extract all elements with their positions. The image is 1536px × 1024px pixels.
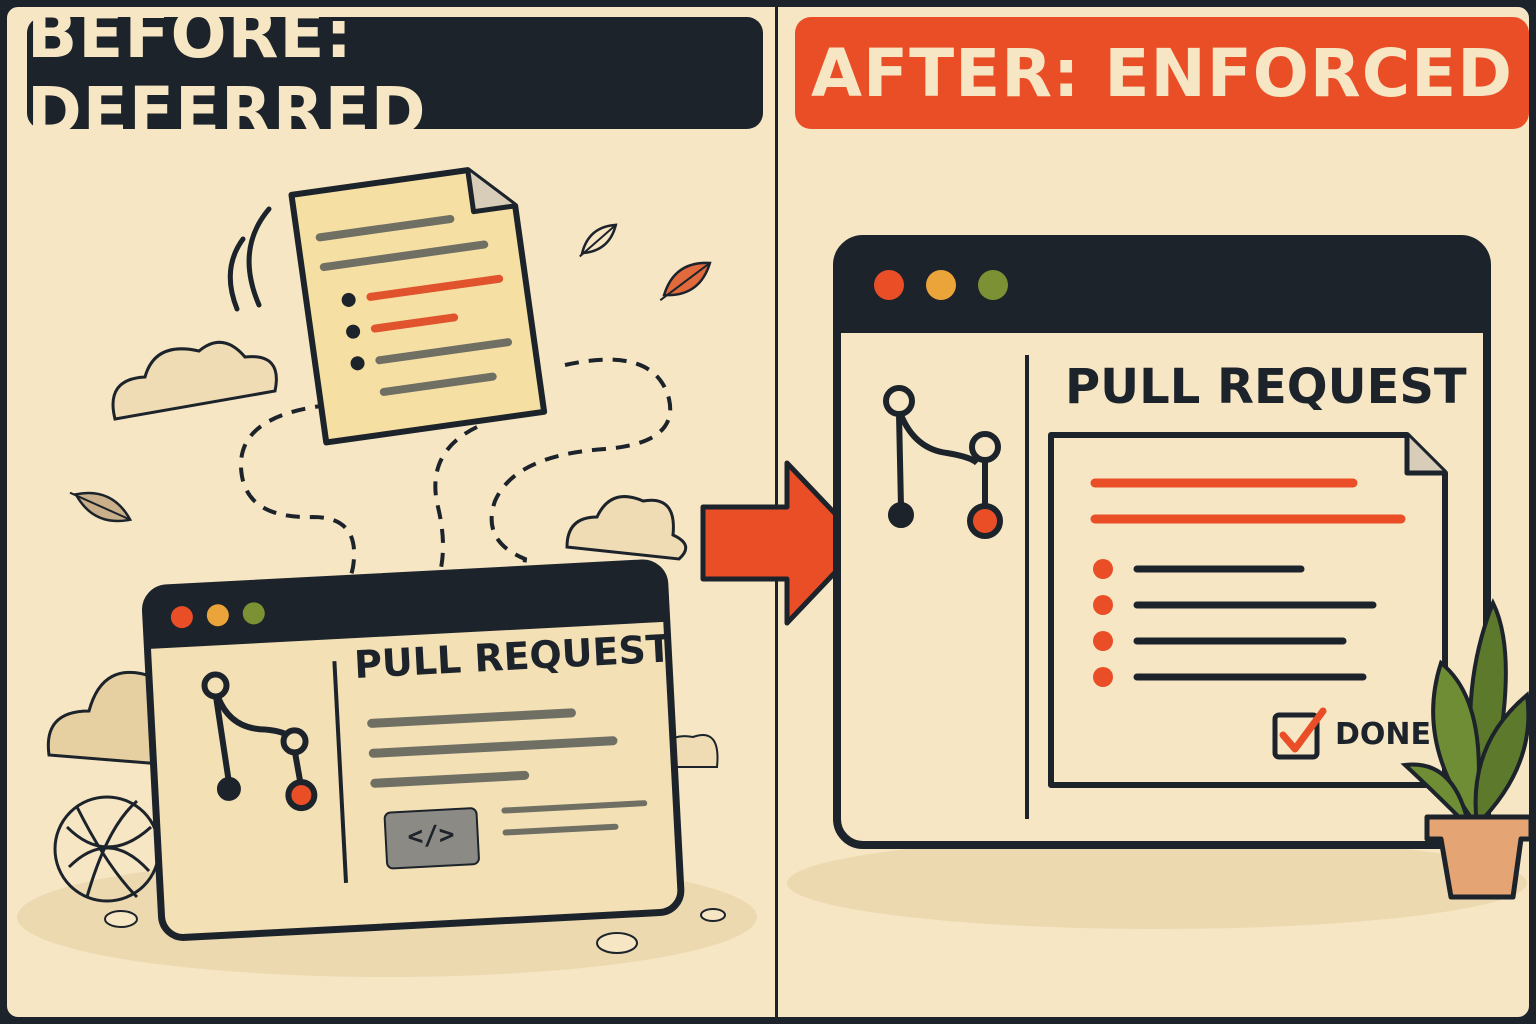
ground-shadow	[787, 837, 1527, 929]
before-pr-window	[141, 559, 685, 941]
illustration-frame: PULL REQUEST </>	[4, 4, 1532, 1020]
rock	[700, 908, 726, 922]
cloud-upper-left	[111, 340, 278, 421]
after-scene	[700, 235, 1529, 929]
transition-arrow	[700, 460, 866, 626]
code-tag-icon	[383, 807, 480, 870]
git-branch-icon	[201, 671, 318, 812]
rock	[596, 932, 638, 954]
window-maximize-dot	[978, 270, 1008, 300]
window-close-dot	[874, 270, 904, 300]
window-maximize-dot	[242, 602, 265, 625]
leaf-icon	[69, 491, 133, 523]
rock	[104, 910, 138, 928]
after-banner: AFTER: ENFORCED	[795, 17, 1529, 129]
after-pr-title: PULL REQUEST	[1065, 359, 1467, 415]
motion-line	[246, 206, 272, 308]
git-branch-icon	[883, 385, 1003, 539]
before-banner: BEFORE: DEFERRED	[27, 7, 763, 150]
after-pr-window	[833, 235, 1491, 849]
falling-document	[288, 167, 548, 446]
window-minimize-dot	[926, 270, 956, 300]
cloud-right	[565, 495, 688, 561]
done-label: DONE	[1335, 717, 1432, 752]
window-minimize-dot	[206, 604, 229, 627]
done-checkbox-icon	[1272, 707, 1327, 760]
dashed-trail	[489, 357, 673, 657]
potted-plant	[1400, 598, 1529, 900]
motion-line	[227, 236, 246, 312]
window-close-dot	[170, 606, 193, 629]
before-scene	[17, 167, 757, 977]
dashed-trail	[238, 403, 357, 625]
leaf-icon	[659, 261, 712, 301]
leaf-icon	[579, 223, 618, 258]
